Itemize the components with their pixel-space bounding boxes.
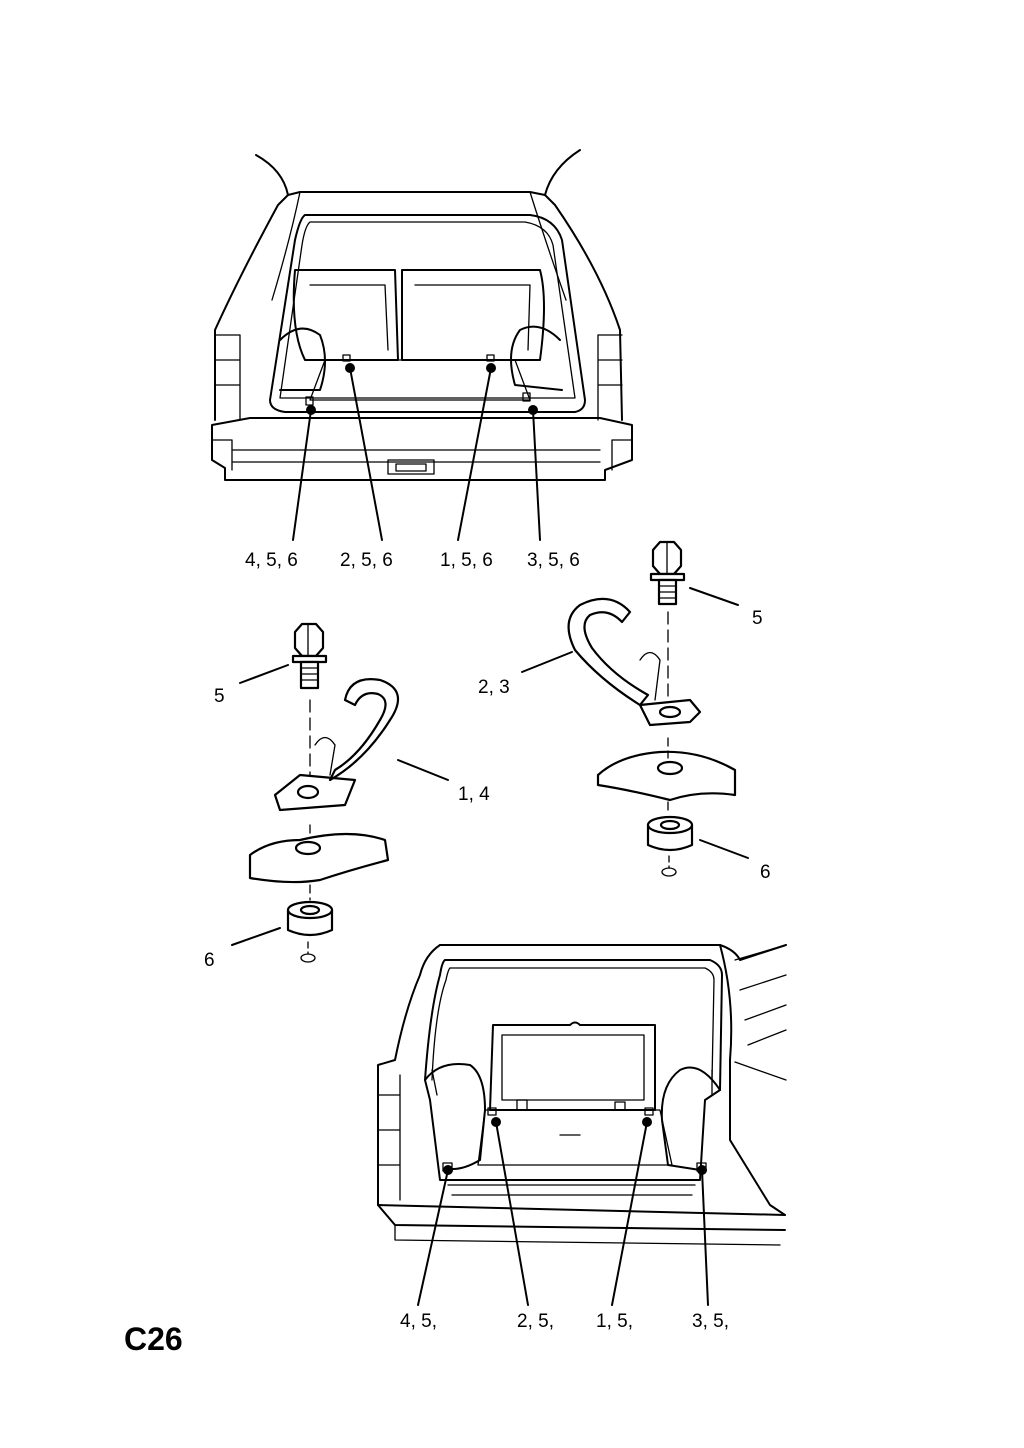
- right-hook-assembly: [521, 540, 749, 877]
- left-hook-assembly: [231, 622, 449, 963]
- right-bolt-label: 5: [752, 608, 763, 629]
- page-code: C26: [124, 1321, 183, 1357]
- right-hook-label: 2, 3: [478, 677, 510, 698]
- bottom-callout-4: 3, 5,: [692, 1311, 729, 1332]
- bottom-vehicle-cargo-view: [377, 944, 787, 1306]
- top-vehicle-rear-view: [211, 149, 633, 541]
- left-bolt-label: 5: [214, 686, 225, 707]
- top-callout-2: 2, 5, 6: [340, 550, 393, 571]
- bottom-callout-2: 2, 5,: [517, 1311, 554, 1332]
- bottom-callout-3: 1, 5,: [596, 1311, 633, 1332]
- left-spacer-label: 6: [204, 950, 215, 971]
- top-callout-3: 1, 5, 6: [440, 550, 493, 571]
- top-callout-1: 4, 5, 6: [245, 550, 298, 571]
- right-spacer-label: 6: [760, 862, 771, 883]
- top-callout-4: 3, 5, 6: [527, 550, 580, 571]
- bottom-callout-1: 4, 5,: [400, 1311, 437, 1332]
- left-hook-label: 1, 4: [458, 784, 490, 805]
